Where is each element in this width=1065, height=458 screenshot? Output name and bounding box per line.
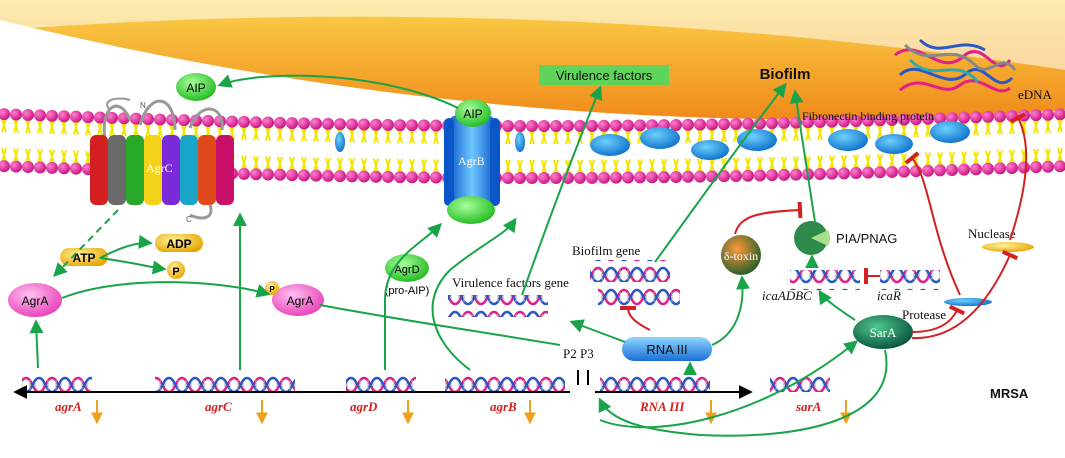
delta-toxin: δ-toxin bbox=[721, 235, 761, 275]
svg-text:AIP: AIP bbox=[463, 107, 482, 121]
svg-text:ATP: ATP bbox=[72, 251, 95, 265]
svg-text:SarA: SarA bbox=[870, 325, 897, 340]
agrd-propeptide: AgrD (pro-AIP) bbox=[385, 254, 430, 297]
gene-agrd: agrD bbox=[350, 399, 378, 414]
svg-text:Protease: Protease bbox=[902, 307, 946, 322]
svg-text:AgrA: AgrA bbox=[22, 294, 49, 308]
svg-text:AgrA: AgrA bbox=[287, 294, 314, 308]
fibronectin-label: Fibronectin binding protein bbox=[802, 109, 934, 123]
virulence-gene-label: Virulence factors gene bbox=[452, 275, 569, 290]
aip-on-agrb: AIP bbox=[455, 99, 491, 127]
mrsa-label: MRSA bbox=[990, 386, 1029, 401]
p2-p3-promoters-label: P2 P3 bbox=[563, 346, 594, 361]
activation-arrows bbox=[29, 74, 888, 437]
biofilm-label: Biofilm bbox=[760, 66, 811, 83]
agra-protein: AgrA bbox=[8, 283, 62, 317]
agrb-label: AgrB bbox=[458, 154, 485, 168]
svg-text:RNA III: RNA III bbox=[646, 342, 687, 357]
phosphate-2: P bbox=[269, 285, 275, 294]
svg-text:P: P bbox=[172, 266, 179, 278]
agrb-transporter: AgrB bbox=[444, 115, 500, 224]
nuclease: Nuclease bbox=[968, 226, 1034, 252]
membrane-proteins bbox=[335, 121, 970, 160]
svg-text:Virulence factors: Virulence factors bbox=[556, 68, 653, 83]
edna-cluster bbox=[894, 38, 1017, 93]
svg-text:AIP: AIP bbox=[186, 81, 205, 95]
svg-text:Nuclease: Nuclease bbox=[968, 226, 1016, 241]
dna-helices-middle bbox=[448, 260, 940, 317]
virulence-factors-box: Virulence factors bbox=[539, 65, 669, 85]
svg-text:ADP: ADP bbox=[166, 237, 191, 251]
aip-top: AIP bbox=[176, 73, 216, 101]
biofilm-gene-label: Biofilm gene bbox=[572, 243, 640, 258]
pia-pnag: PIA/PNAG bbox=[794, 221, 897, 255]
agrc-receptor: N C AgrC bbox=[90, 97, 234, 224]
rna-iii-transcript: RNA III bbox=[622, 337, 712, 361]
cell-wall-highlight bbox=[0, 0, 1065, 70]
protease: Protease bbox=[902, 298, 992, 322]
icar-label: icaR bbox=[877, 288, 901, 303]
gene-agrc: agrC bbox=[205, 399, 232, 414]
agr-operon-dna bbox=[22, 372, 830, 392]
c-terminus-label: C bbox=[186, 215, 192, 224]
svg-text:AgrD: AgrD bbox=[394, 264, 419, 276]
agrc-label: AgrC bbox=[146, 161, 173, 175]
icaadbc-label: icaADBC bbox=[762, 288, 812, 303]
adp-pill: ADP bbox=[155, 234, 203, 252]
pro-aip-label: (pro-AIP) bbox=[385, 285, 430, 297]
phosphorylated-agra: AgrA P bbox=[265, 281, 324, 316]
gene-agrb: agrB bbox=[490, 399, 517, 414]
gene-agra: agrA bbox=[55, 399, 82, 414]
svg-text:δ-toxin: δ-toxin bbox=[724, 249, 758, 263]
sara-protein: SarA bbox=[853, 315, 913, 349]
atp-pill: ATP bbox=[60, 248, 108, 266]
inhibition-lines bbox=[619, 112, 1028, 340]
gene-sara: sarA bbox=[795, 399, 822, 414]
edna-label: eDNA bbox=[1018, 87, 1053, 102]
gene-rna3: RNA III bbox=[639, 399, 685, 414]
phosphate-1: P bbox=[167, 261, 185, 279]
n-terminus-label: N bbox=[140, 101, 146, 110]
svg-text:PIA/PNAG: PIA/PNAG bbox=[836, 231, 897, 246]
